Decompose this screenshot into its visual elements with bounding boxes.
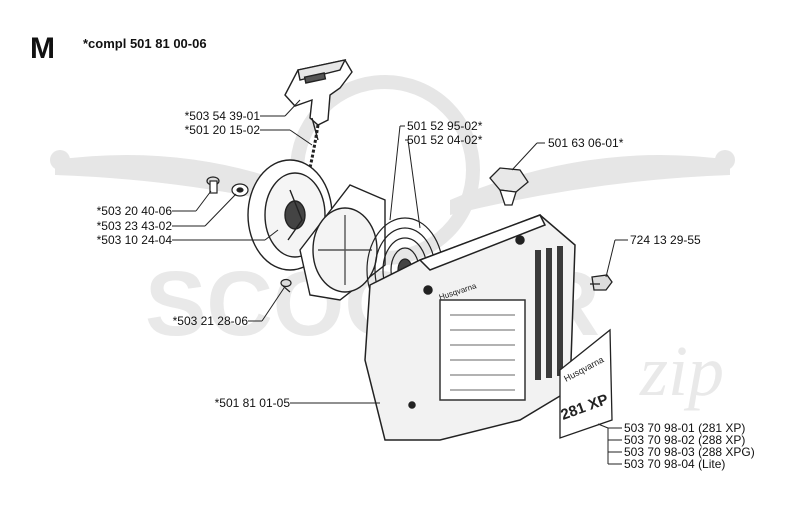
starter-cover: Husqvarna: [364, 214, 576, 441]
pin-part: [489, 167, 529, 206]
spring-screw-part: [280, 278, 292, 293]
label-handle: *503 54 39-01: [184, 109, 260, 123]
label-pulley: *503 10 24-04: [96, 233, 172, 247]
starter-handle: [284, 59, 353, 141]
label-rope: *501 20 15-02: [184, 123, 260, 137]
spring-housing: [299, 184, 386, 301]
bolt-part: [590, 274, 613, 291]
label-pin: 501 63 06-01*: [548, 136, 624, 150]
label-cover: *501 81 01-05: [214, 396, 290, 410]
decal-part: Husqvarna 281 XP: [559, 328, 613, 439]
label-spring-a: 501 52 95-02*: [407, 119, 483, 133]
label-decal-288xp: 503 70 98-02 (288 XP): [624, 433, 746, 447]
washer-part: [231, 183, 249, 197]
label-spring-b: 501 52 04-02*: [407, 133, 483, 147]
label-decal-lite: 503 70 98-04 (Lite): [624, 457, 726, 471]
label-decal-281xp: 503 70 98-01 (281 XP): [624, 421, 746, 435]
label-screw: *503 20 40-06: [96, 204, 172, 218]
watermark-script: zip: [639, 331, 724, 411]
assembly-number: *compl 501 81 00-06: [83, 36, 207, 51]
leader-lines: [172, 99, 628, 465]
label-bolt: 724 13 29-55: [630, 233, 701, 247]
section-letter: M: [30, 32, 55, 65]
label-washer: *503 23 43-02: [96, 219, 172, 233]
label-decal-288xpg: 503 70 98-03 (288 XPG): [624, 445, 755, 459]
screw-part: [206, 176, 220, 194]
label-spring-screw: *503 21 28-06: [172, 314, 248, 328]
